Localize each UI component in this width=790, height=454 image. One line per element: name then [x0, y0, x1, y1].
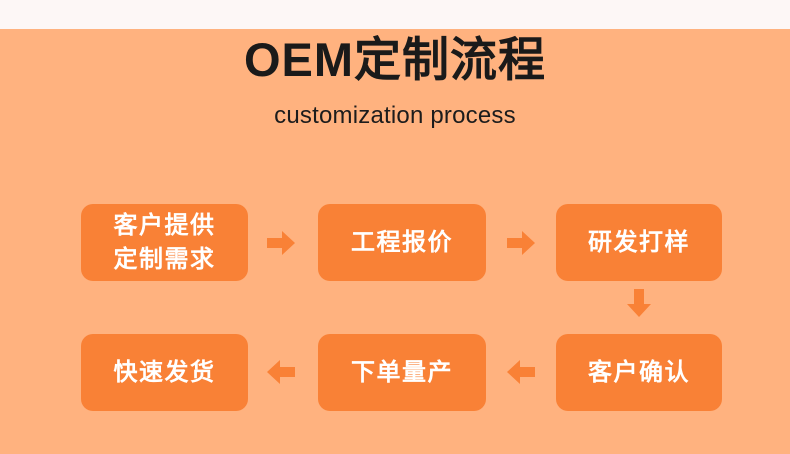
top-white-strip — [0, 0, 790, 29]
flow-step-box-3[interactable]: 研发打样 — [556, 204, 722, 281]
flow-step-label-5: 下单量产 — [351, 356, 453, 390]
flow-step-label-line: 工程报价 — [351, 228, 453, 256]
flow-step-label-line: 客户提供 — [113, 211, 216, 239]
arrow-left-icon — [506, 357, 536, 387]
flow-step-label-line: 研发打样 — [588, 228, 690, 256]
flow-step-box-4[interactable]: 客户确认 — [556, 334, 722, 411]
page-subtitle: customization process — [274, 102, 516, 129]
flow-step-box-1[interactable]: 客户提供 定制需求 — [81, 204, 248, 281]
flow-step-box-2[interactable]: 工程报价 — [318, 204, 486, 281]
page-title: OEM定制流程 — [243, 33, 547, 86]
flow-step-label-line: 定制需求 — [113, 245, 216, 273]
flow-step-label-2: 工程报价 — [351, 226, 453, 260]
arrow-down-icon — [624, 288, 654, 318]
flow-step-label-1: 客户提供 定制需求 — [114, 209, 216, 277]
flow-step-box-5[interactable]: 下单量产 — [318, 334, 486, 411]
arrow-right-icon — [506, 228, 536, 258]
arrow-right-icon — [266, 228, 296, 258]
flow-step-label-3: 研发打样 — [588, 226, 690, 260]
flow-step-label-line: 客户确认 — [588, 358, 690, 386]
flow-step-box-6[interactable]: 快速发货 — [81, 334, 248, 411]
flow-step-label-line: 下单量产 — [351, 358, 453, 386]
arrow-left-icon — [266, 357, 296, 387]
flow-step-label-6: 快速发货 — [114, 356, 216, 390]
flow-step-label-4: 客户确认 — [588, 356, 690, 390]
flow-step-label-line: 快速发货 — [113, 358, 216, 386]
header-block: OEM定制流程 customization process — [0, 31, 790, 131]
